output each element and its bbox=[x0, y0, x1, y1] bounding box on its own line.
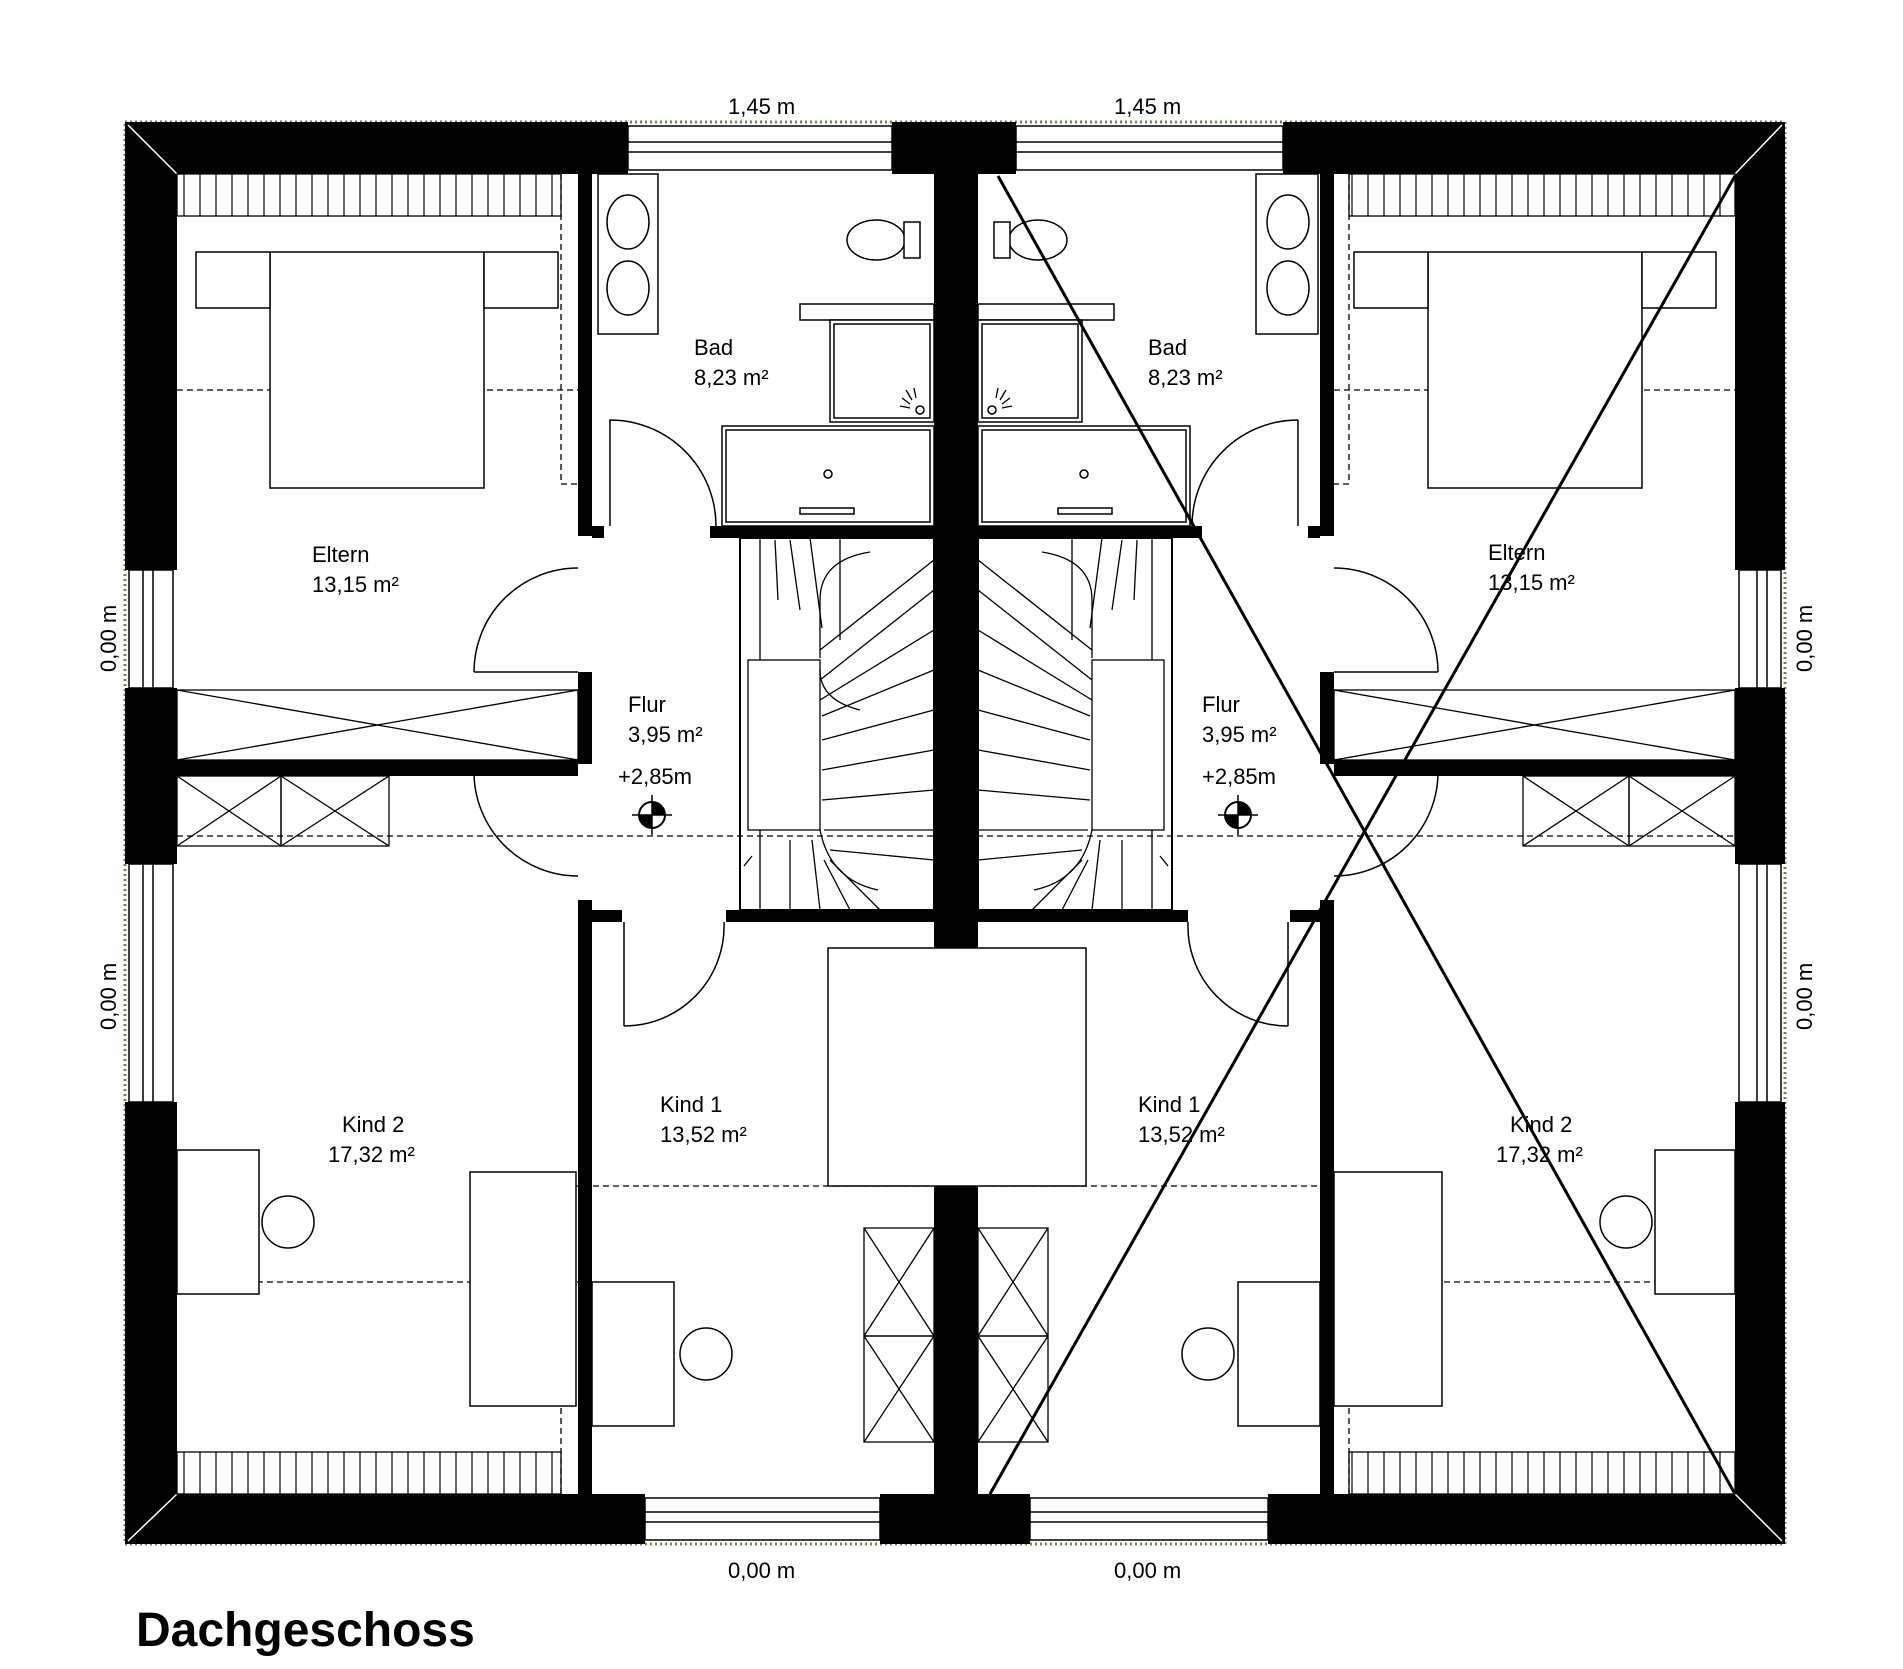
room-name-eltern-left: Eltern bbox=[312, 542, 369, 567]
room-level-flur-left: +2,85m bbox=[618, 764, 692, 789]
room-area-kind2-right: 17,32 m² bbox=[1496, 1142, 1583, 1167]
room-name-eltern-right: Eltern bbox=[1488, 540, 1545, 565]
dim-top-right: 1,45 m bbox=[1114, 94, 1181, 119]
room-name-flur-right: Flur bbox=[1202, 692, 1240, 717]
room-area-bad-left: 8,23 m² bbox=[694, 365, 769, 390]
room-level-flur-right: +2,85m bbox=[1202, 764, 1276, 789]
room-area-eltern-left: 13,15 m² bbox=[312, 572, 399, 597]
room-area-kind2-left: 17,32 m² bbox=[328, 1142, 415, 1167]
room-labels: Bad 8,23 m² Bad 8,23 m² Eltern 13,15 m² … bbox=[312, 335, 1583, 1167]
room-name-kind1-right: Kind 1 bbox=[1138, 1092, 1200, 1117]
room-name-bad-right: Bad bbox=[1148, 335, 1187, 360]
room-name-kind2-left: Kind 2 bbox=[342, 1112, 404, 1137]
shower-lines bbox=[899, 387, 1013, 409]
stair-walls bbox=[739, 537, 1173, 911]
room-area-flur-right: 3,95 m² bbox=[1202, 722, 1277, 747]
windows bbox=[128, 125, 1782, 1541]
beds bbox=[195, 251, 1717, 1187]
level-marker-icon bbox=[1218, 795, 1258, 835]
room-area-kind1-left: 13,52 m² bbox=[660, 1122, 747, 1147]
dim-bottom-left: 0,00 m bbox=[728, 1558, 795, 1583]
level-marker-icon bbox=[632, 795, 672, 835]
outer-walls bbox=[125, 122, 1785, 1544]
room-area-eltern-right: 13,15 m² bbox=[1488, 570, 1575, 595]
page-title: Dachgeschoss bbox=[136, 1604, 475, 1657]
room-area-kind1-right: 13,52 m² bbox=[1138, 1122, 1225, 1147]
room-area-bad-right: 8,23 m² bbox=[1148, 365, 1223, 390]
room-name-kind2-right: Kind 2 bbox=[1510, 1112, 1572, 1137]
cross-out-lines bbox=[988, 175, 1737, 1495]
corner-lines bbox=[127, 124, 1783, 1542]
party-wall bbox=[934, 174, 978, 1494]
room-area-flur-left: 3,95 m² bbox=[628, 722, 703, 747]
dim-right-lower: 0,00 m bbox=[1792, 963, 1817, 1030]
knee-wall-hatch bbox=[176, 173, 1736, 1495]
dim-left-lower: 0,00 m bbox=[96, 963, 121, 1030]
dim-top-left: 1,45 m bbox=[728, 94, 795, 119]
dimension-labels: 1,45 m 1,45 m 0,00 m 0,00 m 0,00 m 0,00 … bbox=[96, 94, 1817, 1583]
room-name-bad-left: Bad bbox=[694, 335, 733, 360]
doors bbox=[473, 419, 1439, 1027]
staircase-left bbox=[743, 537, 935, 911]
staircase-right bbox=[977, 537, 1169, 911]
dim-bottom-right: 0,00 m bbox=[1114, 1558, 1181, 1583]
dim-left-upper: 0,00 m bbox=[96, 605, 121, 672]
wardrobes bbox=[176, 689, 1736, 1443]
dim-right-upper: 0,00 m bbox=[1792, 605, 1817, 672]
room-name-kind1-left: Kind 1 bbox=[660, 1092, 722, 1117]
bathroom-fixtures bbox=[597, 173, 1319, 527]
desks-chairs bbox=[176, 1149, 1736, 1427]
room-name-flur-left: Flur bbox=[628, 692, 666, 717]
